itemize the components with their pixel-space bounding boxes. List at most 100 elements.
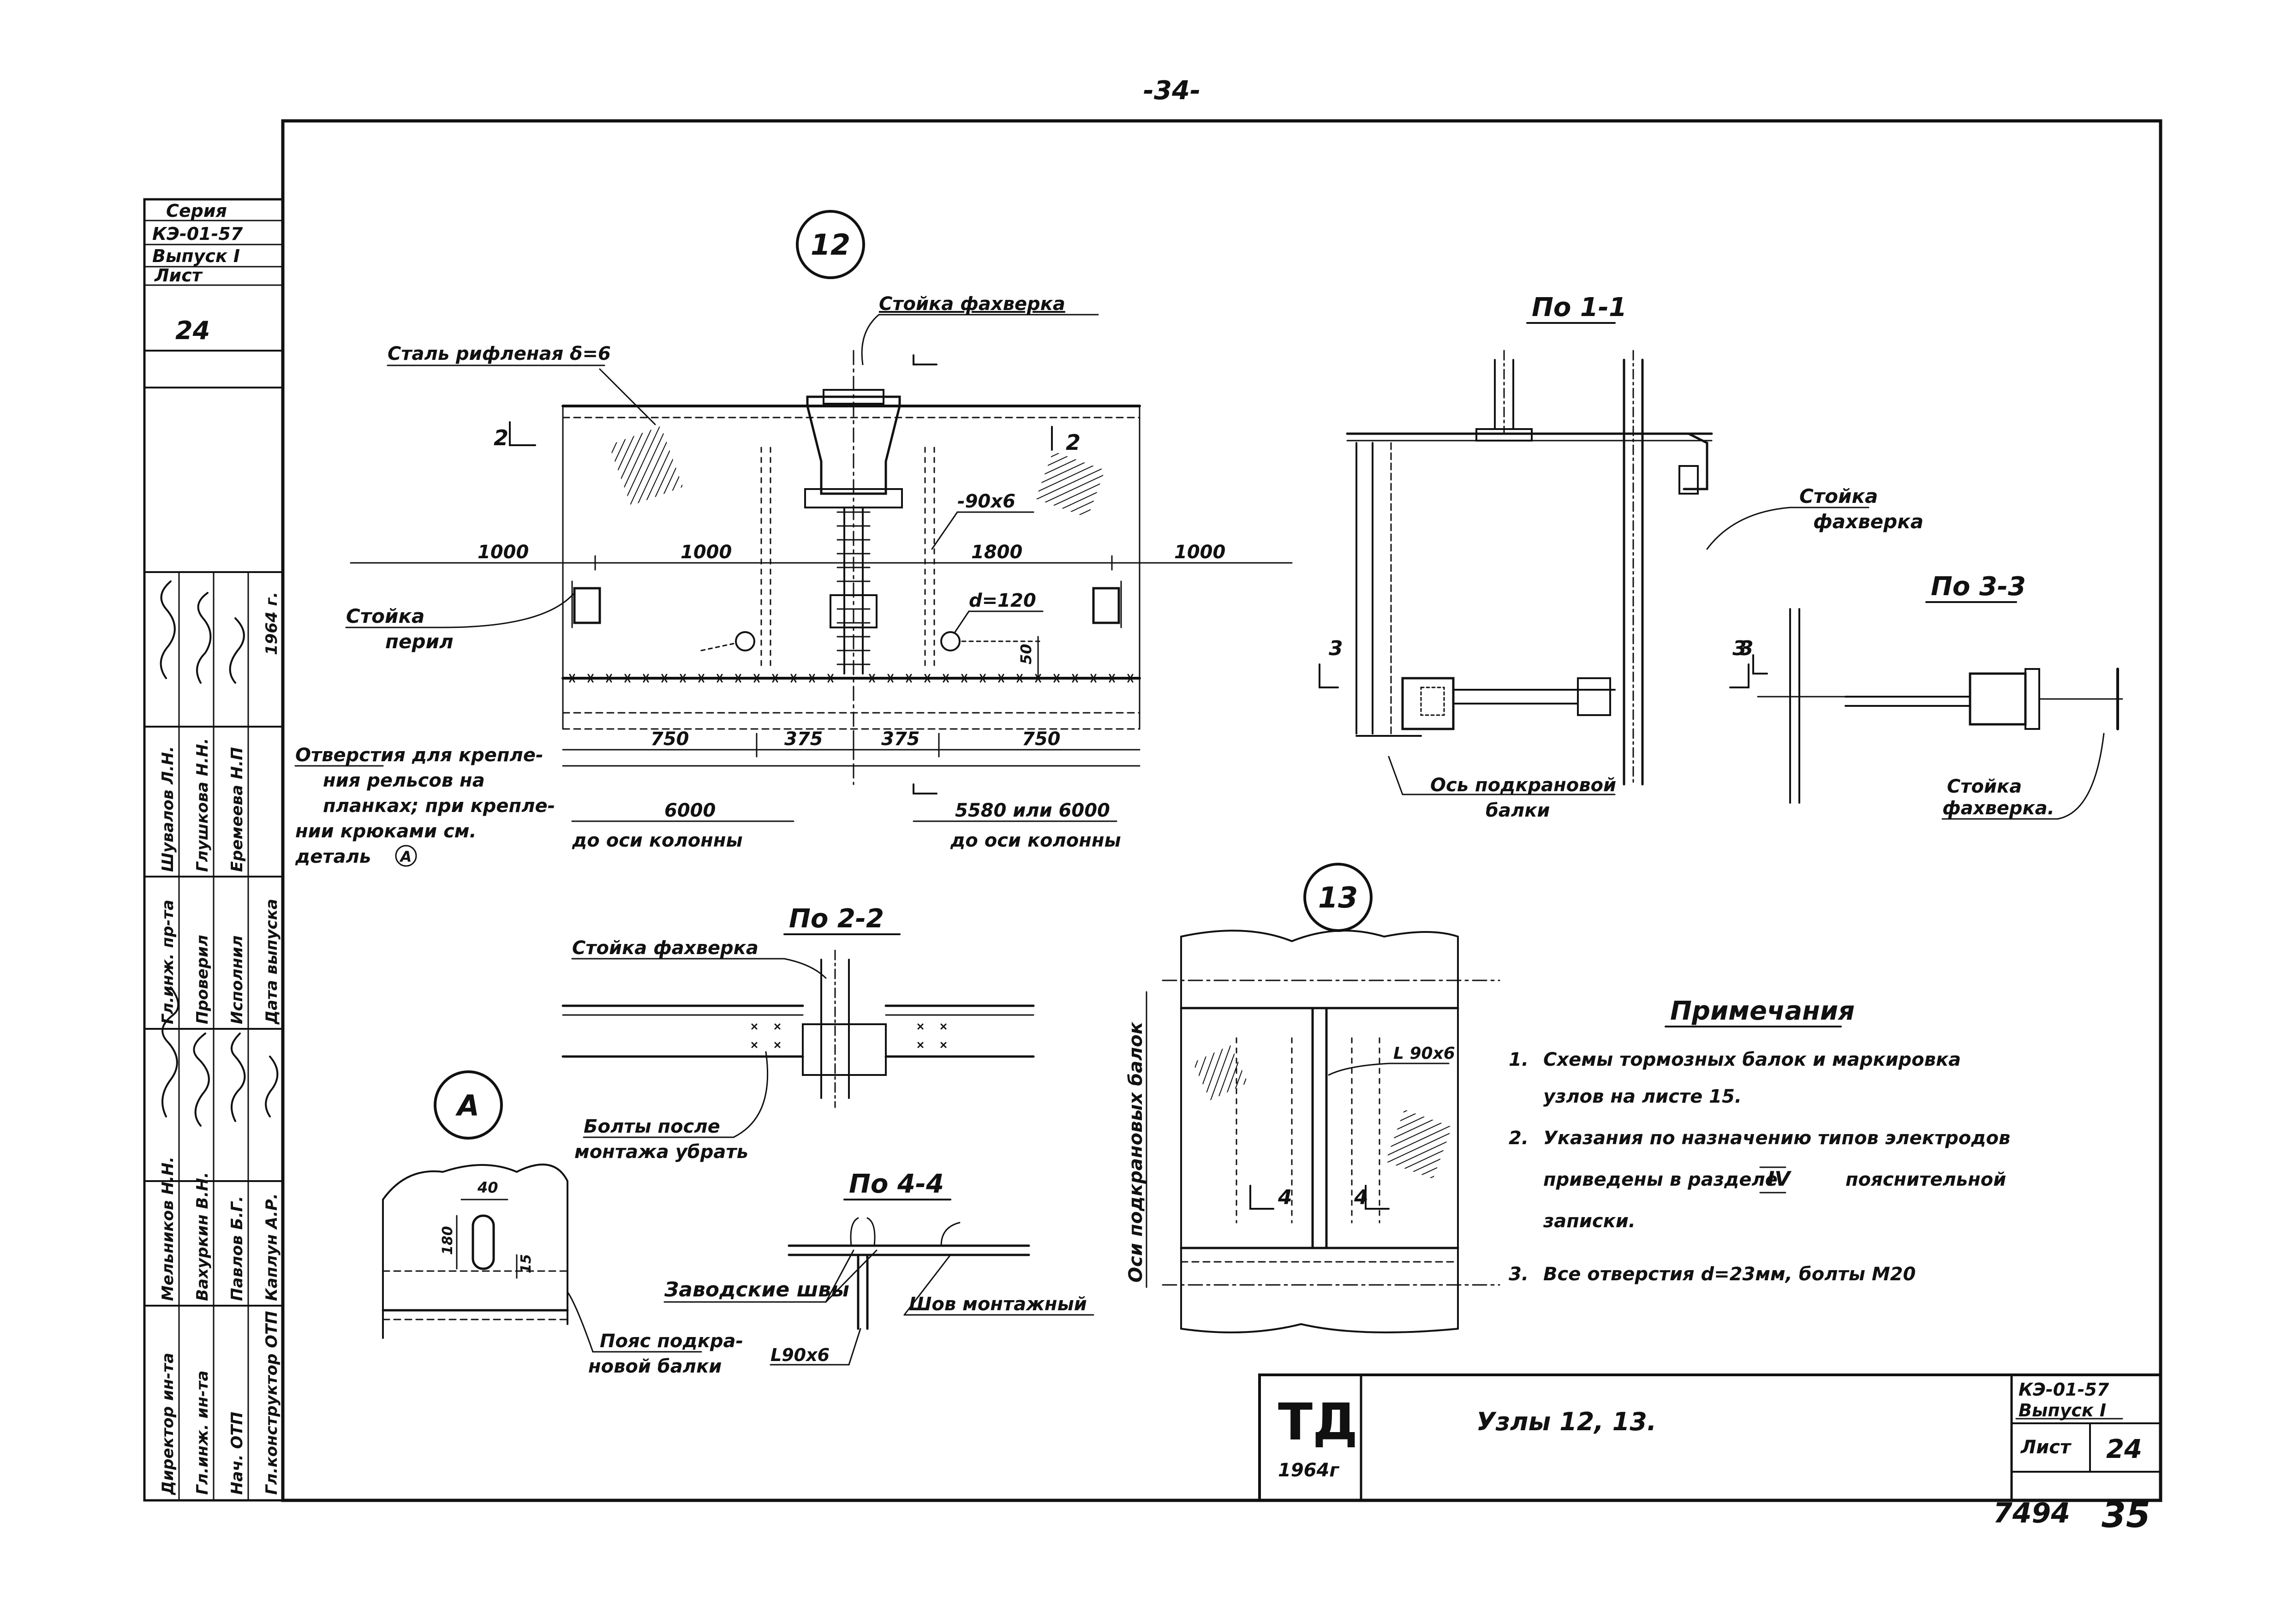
node-13-mark-right: 4 [1354,1186,1368,1209]
section-2-2-title: По 2-2 [789,904,884,934]
node-13-axis: Оси подкрановых балок [1125,1021,1146,1283]
node-13: 13 L 90x6 4 4 Оси подкрановых балок [1125,863,1500,1333]
stamp-role-2: Гл.инж. ин-та [193,1371,212,1495]
stamp-role-7: Исполнил [228,935,246,1024]
section-1-1-stoika: Стойка [1799,485,1878,508]
title-list-value: 24 [2106,1434,2142,1464]
span-left: 6000 [664,800,716,821]
side-stamp: Серия КЭ-01-57 Выпуск I Лист 24 Директор… [143,198,284,1502]
note-1-line2: узлов на листе 15. [1543,1086,1742,1107]
title-logo: ТД [1278,1392,1358,1451]
footer-page: 35 [2102,1494,2150,1535]
signature-1 [161,986,179,1117]
label-stoika-peril: Стойка [346,605,424,627]
node-12: 12 Стойка фахверка Сталь рифленая δ=6 [294,210,1293,867]
dim-bottom-3: 375 [881,728,920,750]
span-right-sub: до оси колонны [950,830,1121,851]
section-3-3-title: По 3-3 [1931,572,2026,602]
note-otverstia-4: нии крюками см. [295,821,477,842]
stamp-name-2: Вахуркин В.Н. [193,1172,212,1301]
section-1-1-mark-left: 3 [1329,637,1343,660]
section-4-4-title: По 4-4 [849,1169,944,1199]
footer-code: 7494 [1993,1497,2070,1529]
label-hole: d=120 [969,590,1036,611]
stamp-year: 1964 г. [263,592,281,655]
hole-right [940,631,961,651]
stamp-name-7: Еремеева Н.П [228,747,246,872]
note-otverstia-2: ния рельсов на [323,770,485,791]
node-12-circle [796,210,865,279]
signature-7 [229,617,245,684]
signature-2 [193,1033,210,1127]
note-2-line2b: пояснительной [1845,1169,2006,1190]
section-1-1-fakhverka: фахверка [1813,510,1923,533]
stamp-role-4: Гл.конструктор ОТП [263,1311,281,1495]
section-1-1: По 1-1 Стойка фахверка 3 3 Ось подкранов… [1319,293,1923,821]
section-3-3-mark: 3 [1739,637,1754,660]
dim-top-1: 1000 [478,542,529,563]
note-2-line2: приведены в разделе [1543,1169,1778,1190]
note-2-num: 2. [1509,1128,1529,1149]
note-2-line1: Указания по назначению типов электродов [1543,1128,2010,1149]
note-1-num: 1. [1509,1049,1529,1070]
section-1-1-mark-right: 3 [1732,637,1747,660]
label-peril: перил [385,630,454,653]
section-1-1-balki: балки [1486,800,1550,821]
section-1-1-os: Ось подкрановой [1430,775,1616,796]
section-3-3: По 3-3 3 Стойка фахверка. [1739,572,2123,820]
node-12-label: 12 [811,228,850,262]
section-3-3-stoika: Стойка [1947,776,2022,797]
dim-bottom-1: 750 [651,728,689,750]
stamp-name-6: Глушкова Н.Н. [193,738,212,872]
section-4-4-angle: L90x6 [770,1345,830,1365]
notes-title: Примечания [1670,996,1855,1026]
section-3-3-fakhverka: фахверка. [1942,798,2054,819]
detail-a-poyas2: новой балки [588,1356,722,1377]
section-4-4-montazh: Шов монтажный [909,1294,1087,1315]
detail-a: А 40 180 15 Пояс подкра- новой балки [382,1070,743,1377]
note-3-line1: Все отверстия d=23мм, болты М20 [1543,1264,1916,1285]
stamp-role-8: Дата выпуска [263,899,281,1025]
detail-a-dim-3: 15 [518,1254,534,1273]
detail-a-slot [472,1214,495,1270]
sheet-frame [281,119,2162,1502]
note-otverstia-3: планках; при крепле- [323,795,555,817]
detail-a-label: А [455,1089,479,1122]
stamp-name-4: Каплун А.Р. [263,1193,281,1301]
stamp-vypusk: Выпуск I [152,246,240,266]
dim-bottom-2: 375 [784,728,823,750]
stamp-list-label: Лист [154,265,203,286]
label-stal: Сталь рифленая δ=6 [388,343,611,364]
hole-left [735,631,755,651]
stamp-list-value: 24 [175,316,210,345]
stamp-name-5: Шувалов Л.Н. [159,746,177,872]
detail-a-dim-1: 40 [477,1179,498,1196]
node-13-label: 13 [1318,881,1358,914]
note-1-line1: Схемы тормозных балок и маркировка [1543,1049,1961,1070]
stamp-name-3: Павлов Б.Г. [228,1196,246,1301]
note-2-roman: IV [1767,1167,1791,1191]
section-2-2-bolts: Болты после [584,1116,720,1137]
detail-ref-circle [395,845,417,867]
signature-5 [160,580,176,679]
label-offset: 50 [1017,644,1035,664]
signature-6 [196,592,212,684]
stamp-role-3: Нач. ОТП [228,1412,246,1495]
stamp-role-1: Директор ин-та [159,1353,177,1495]
span-right: 5580 или 6000 [955,800,1110,821]
section-mark-2-left: 2 [494,425,508,450]
stamp-seria-value: КЭ-01-57 [152,224,243,244]
title-vypusk: Выпуск I [2018,1400,2106,1421]
stamp-role-6: Проверил [193,935,212,1024]
signature-3 [231,1033,246,1122]
note-2-line3: записки. [1543,1211,1636,1232]
signature-4 [265,1056,279,1117]
node-13-angle: L 90x6 [1393,1044,1455,1063]
span-left-sub: до оси колонны [572,830,743,851]
stamp-role-5: Гл.инж. пр-та [159,900,177,1024]
title-main: Узлы 12, 13. [1476,1407,1656,1436]
note-otverstia-1: Отверстия для крепле- [295,745,543,766]
notes: Примечания 1. Схемы тормозных балок и ма… [1509,996,2010,1285]
section-2-2-bolts2: монтажа убрать [574,1141,748,1163]
